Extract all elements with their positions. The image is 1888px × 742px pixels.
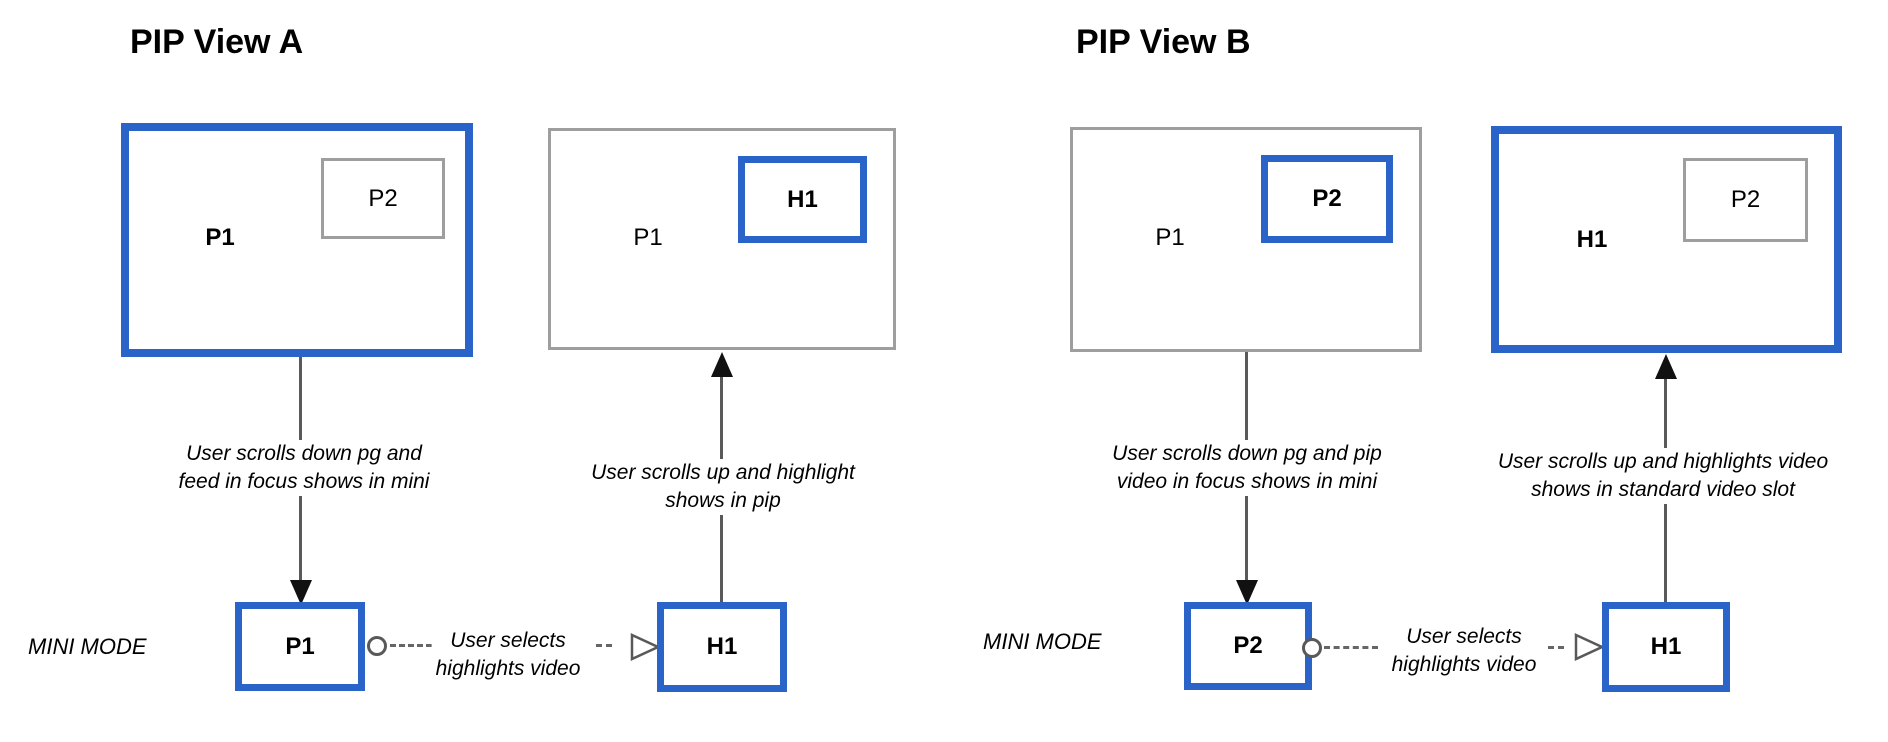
view-b-pip-box: P2 (1261, 155, 1393, 243)
view-a-pip-box: P2 (321, 158, 445, 239)
view-b-title: PIP View B (1076, 23, 1251, 61)
mini-box-label: H1 (1650, 633, 1682, 660)
pip-box-label: H1 (787, 185, 818, 213)
view-b-highlight-video-box: H1 P2 (1491, 126, 1842, 353)
video-box-label: P1 (633, 224, 663, 251)
dashed-connector-line (596, 644, 612, 647)
scroll-down-annotation: User scrolls down pg and feed in focus s… (174, 440, 434, 496)
annotation-line: User scrolls down pg and (186, 442, 422, 465)
view-a-secondary-video-box: P1 H1 (548, 128, 896, 350)
video-box-label: P1 (205, 224, 235, 251)
view-a-mini-box-right: H1 (657, 602, 787, 692)
view-b-main-video-box: P1 P2 (1070, 127, 1422, 352)
pip-box-label: P2 (1730, 186, 1761, 213)
view-a-main-video-box: P1 P2 (121, 123, 473, 357)
annotation-line: User selects (1406, 625, 1522, 648)
video-box-label: P1 (1155, 224, 1185, 251)
select-highlights-annotation: User selects highlights video (431, 627, 585, 683)
mini-mode-label: MINI MODE (983, 629, 1102, 654)
annotation-line: feed in focus shows in mini (178, 470, 430, 493)
open-triangle-arrowhead-icon (1574, 633, 1604, 661)
pip-box-label: P2 (368, 184, 398, 212)
scroll-up-annotation: User scrolls up and highlight shows in p… (587, 459, 859, 515)
annotation-line: shows in standard video slot (1531, 478, 1795, 501)
annotation-line: User selects (450, 629, 566, 652)
scroll-down-annotation: User scrolls down pg and pip video in fo… (1108, 440, 1386, 496)
pip-box-label: P2 (1312, 185, 1342, 212)
view-a-highlight-pip-box: H1 (738, 156, 867, 243)
view-b-mini-box-right: H1 (1602, 602, 1730, 692)
up-arrowhead-icon (1655, 354, 1677, 379)
down-arrowhead-icon (290, 580, 312, 605)
open-triangle-arrowhead-icon (630, 633, 660, 661)
annotation-line: User scrolls up and highlight (591, 461, 855, 484)
down-arrowhead-icon (1236, 580, 1258, 605)
dashed-connector-line (1324, 646, 1378, 649)
connector-circle-endpoint-icon (367, 636, 387, 656)
annotation-line: User scrolls down pg and pip (1112, 442, 1382, 465)
view-b-mini-box-left: P2 (1184, 602, 1312, 690)
annotation-line: highlights video (1391, 653, 1537, 676)
annotation-line: video in focus shows in mini (1116, 470, 1378, 493)
up-arrowhead-icon (711, 352, 733, 377)
mini-mode-label: MINI MODE (28, 634, 147, 659)
annotation-line: shows in pip (665, 489, 781, 512)
annotation-line: highlights video (435, 657, 581, 680)
annotation-line: User scrolls up and highlights video (1497, 450, 1829, 473)
dashed-connector-line (390, 644, 432, 647)
view-a-title: PIP View A (130, 23, 304, 61)
connector-circle-endpoint-icon (1302, 638, 1322, 658)
dashed-connector-line (1548, 646, 1564, 649)
scroll-up-annotation: User scrolls up and highlights video sho… (1493, 448, 1833, 504)
video-box-label: H1 (1576, 226, 1608, 253)
view-b-inactive-pip-box: P2 (1683, 158, 1808, 242)
view-a-mini-box-left: P1 (235, 602, 365, 691)
mini-box-label: P2 (1233, 632, 1263, 659)
select-highlights-annotation: User selects highlights video (1387, 623, 1541, 679)
mini-box-label: H1 (706, 633, 738, 660)
mini-box-label: P1 (285, 632, 315, 660)
